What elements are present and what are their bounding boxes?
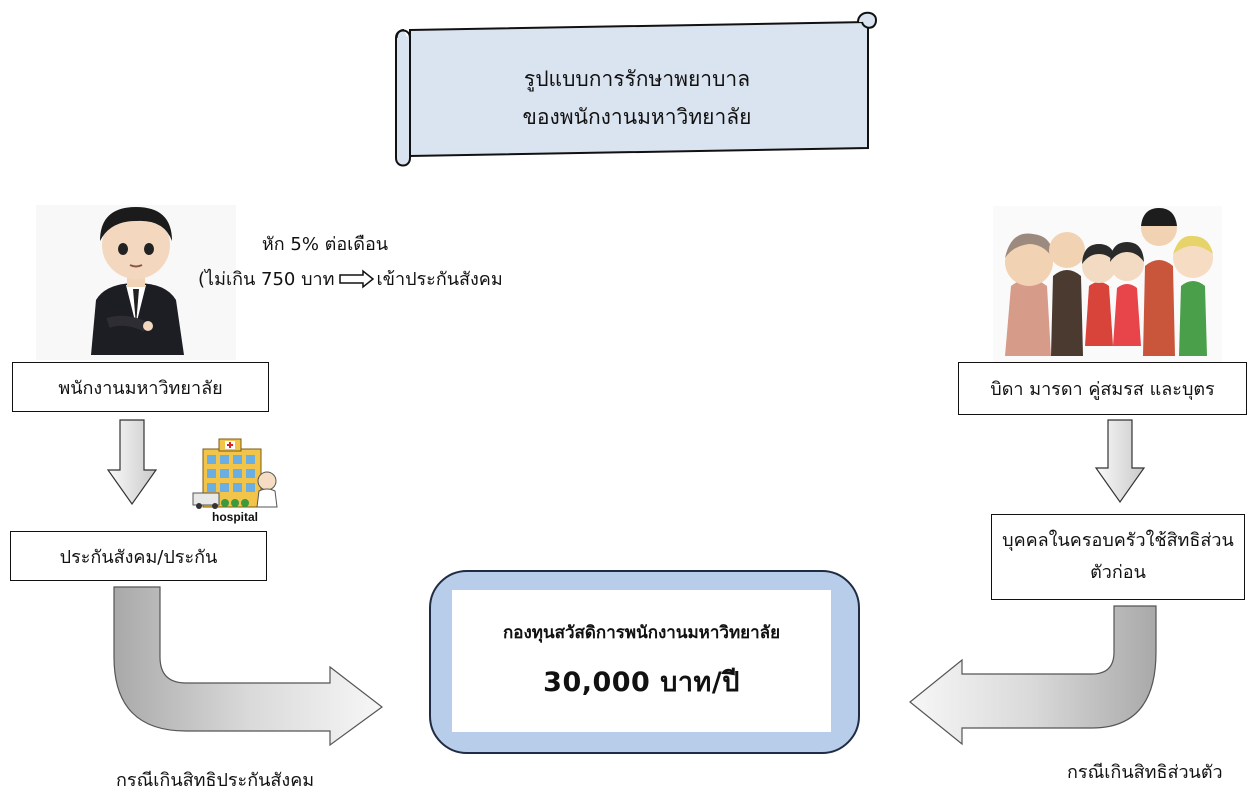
- personal-rights-box: บุคคลในครอบครัวใช้สิทธิส่วนตัวก่อน: [991, 514, 1245, 600]
- down-arrow-left: [106, 419, 158, 506]
- right-caption: กรณีเกินสิทธิส่วนตัว: [1067, 762, 1223, 783]
- family-box: บิดา มารดา คู่สมรส และบุตร: [958, 362, 1247, 415]
- hospital-icon: hospital: [191, 437, 279, 524]
- right-bent-arrow: [909, 605, 1157, 746]
- left-caption: กรณีเกินสิทธิประกันสังคม: [116, 770, 315, 791]
- employee-box: พนักงานมหาวิทยาลัย: [12, 362, 269, 412]
- businessman-icon: [36, 205, 236, 360]
- social-security-box: ประกันสังคม/ประกัน: [10, 531, 267, 581]
- diagram-title: รูปแบบการรักษาพยาบาล ของพนักงานมหาวิทยาล…: [418, 60, 856, 136]
- fund-amount: 30,000 บาท/ปี: [543, 667, 740, 698]
- right-arrow-icon: [338, 268, 374, 289]
- deduction-note-line2: (ไม่เกิน 750 บาท เข้าประกันสังคม: [198, 264, 503, 293]
- title-line-2: ของพนักงานมหาวิทยาลัย: [522, 105, 752, 129]
- down-arrow-right: [1094, 419, 1146, 504]
- hospital-sign-text: hospital: [212, 510, 258, 524]
- fund-name: กองทุนสวัสดิการพนักงานมหาวิทยาลัย: [502, 623, 781, 643]
- left-bent-arrow: [113, 586, 384, 747]
- deduction-note-line1: หัก 5% ต่อเดือน: [261, 234, 389, 255]
- family-figurines-icon: [993, 206, 1222, 363]
- deduction-limit-text: (ไม่เกิน 750 บาท: [198, 269, 335, 290]
- title-line-1: รูปแบบการรักษาพยาบาล: [523, 67, 751, 91]
- fund-panel: กองทุนสวัสดิการพนักงานมหาวิทยาลัย 30,000…: [452, 590, 831, 732]
- deduction-destination-text: เข้าประกันสังคม: [376, 269, 503, 290]
- title-scroll: [395, 11, 878, 167]
